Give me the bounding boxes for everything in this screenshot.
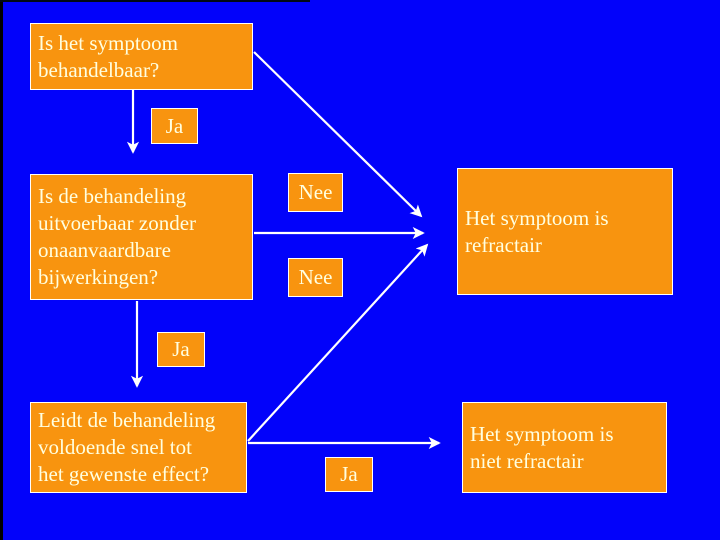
screenshot-left-edge <box>0 0 3 540</box>
branch-label-text: Nee <box>298 180 333 204</box>
branch-label-ja-1: Ja <box>151 108 198 144</box>
branch-label-text: Nee <box>298 265 333 289</box>
branch-label-text: Ja <box>340 462 358 486</box>
connector-q3-diagonal-to-refractory <box>247 243 429 442</box>
screenshot-top-edge <box>0 0 310 2</box>
question-text: Leidt de behandeling voldoende snel tot … <box>38 408 216 486</box>
connector-q1-diagonal-to-refractory <box>253 51 423 218</box>
outcome-text: Het symptoom is refractair <box>465 205 609 257</box>
branch-label-text: Ja <box>165 113 184 138</box>
branch-label-nee-1: Nee <box>288 173 343 212</box>
branch-label-nee-2: Nee <box>288 258 343 297</box>
question-box-symptom-treatable: Is het symptoom behandelbaar? <box>30 23 253 90</box>
question-box-effect-fast-enough: Leidt de behandeling voldoende snel tot … <box>30 402 247 493</box>
outcome-box-refractory: Het symptoom is refractair <box>457 168 673 295</box>
branch-label-ja-2: Ja <box>157 332 205 367</box>
outcome-box-not-refractory: Het symptoom is niet refractair <box>462 402 667 493</box>
question-text: Is de behandeling uitvoerbaar zonder ona… <box>38 184 197 289</box>
question-box-treatment-feasible: Is de behandeling uitvoerbaar zonder ona… <box>30 174 253 300</box>
branch-label-text: Ja <box>172 337 190 361</box>
branch-label-ja-3: Ja <box>325 457 373 492</box>
question-text: Is het symptoom behandelbaar? <box>38 30 178 82</box>
outcome-text: Het symptoom is niet refractair <box>470 421 614 473</box>
